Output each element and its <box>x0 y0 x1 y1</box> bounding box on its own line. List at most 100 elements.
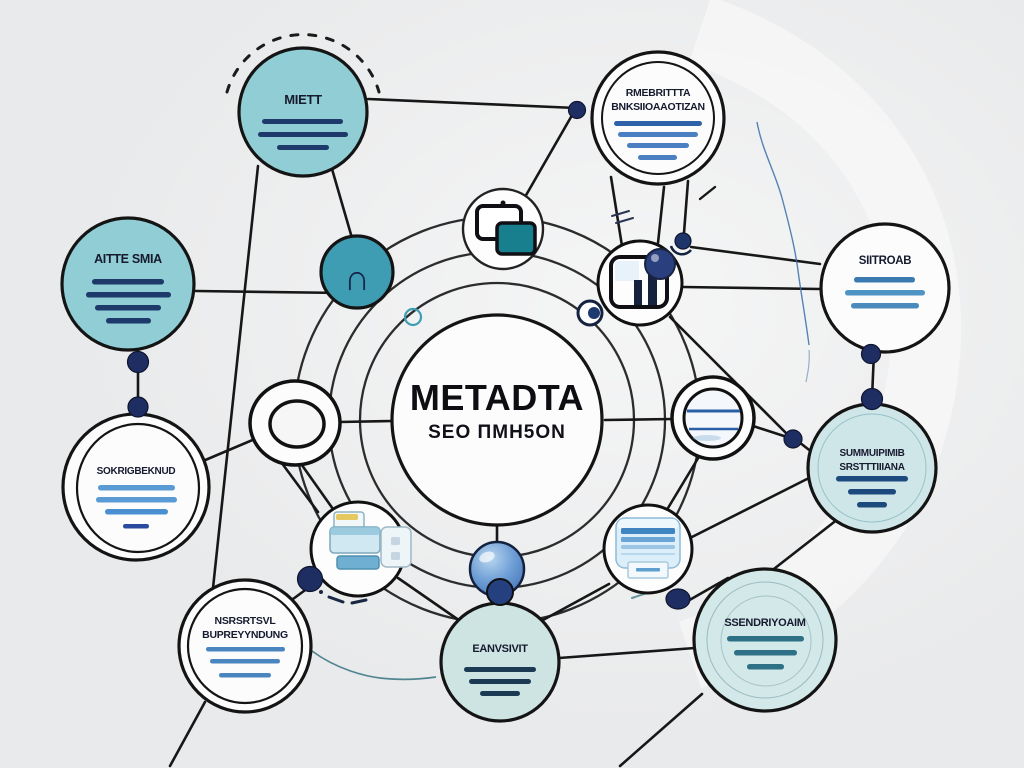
text-lines <box>96 485 177 529</box>
node-top-right: RMEBRITTTA BNKSIIOAAOTIZAN <box>590 50 726 186</box>
node-bottom-center: EANVSIVIT <box>439 601 561 723</box>
text-line-bar <box>277 145 329 150</box>
chart-bar <box>634 280 642 305</box>
printer-side-unit <box>380 526 412 568</box>
node-label: SIITROAB <box>859 255 912 267</box>
text-line-bar <box>480 691 520 696</box>
node-circle <box>177 578 313 714</box>
text-line-bar <box>262 119 343 124</box>
tick-mark <box>350 598 368 605</box>
connector-dot-ring <box>669 245 692 256</box>
printer-band <box>330 527 380 535</box>
text-line-bar <box>210 659 280 664</box>
connector-dot <box>567 100 587 120</box>
server-drawer-label <box>636 568 660 572</box>
connector-line <box>396 576 465 625</box>
connector-line <box>688 477 809 540</box>
tick-mark <box>611 210 630 217</box>
node-label: BUPREYYNDUNG <box>202 629 288 641</box>
connector-dot <box>665 588 691 610</box>
copy-pages-icon <box>461 187 545 271</box>
text-line-bar <box>105 509 168 515</box>
center-node: METADTA SEO ΠMH5ON <box>390 313 604 527</box>
tick-mark <box>615 217 634 224</box>
text-line-bar <box>614 121 702 126</box>
sphere-highlight <box>479 551 495 563</box>
connector-line <box>768 517 840 574</box>
tick-dot <box>319 590 323 594</box>
text-lines <box>86 279 171 324</box>
text-line-bar <box>845 290 925 296</box>
node-inner-ring <box>186 587 304 705</box>
text-lines <box>464 667 536 696</box>
text-line-bar <box>469 679 531 684</box>
node-label: MIETT <box>284 92 322 107</box>
eye-pupil <box>588 307 600 319</box>
connector-line <box>279 460 320 514</box>
chart-ball <box>644 248 676 280</box>
arch-glyph: ∩ <box>344 257 370 298</box>
text-line-bar <box>106 318 151 324</box>
text-lines <box>206 647 285 678</box>
connector-dot <box>783 429 803 449</box>
text-line-bar <box>464 667 536 672</box>
node-inner-ring <box>706 581 824 699</box>
text-line-bar <box>638 155 677 160</box>
node-label: SRSTTTIIIANA <box>839 462 904 473</box>
text-line-bar <box>86 292 171 298</box>
connector-line <box>682 179 690 235</box>
connector-line <box>523 115 573 199</box>
center-subtitle: SEO ΠMH5ON <box>428 422 566 443</box>
text-line-bar <box>747 664 784 670</box>
chart-bar <box>648 265 657 305</box>
node-right: SIITROAB <box>819 222 951 354</box>
text-line-bar <box>92 279 164 285</box>
connector-line <box>168 700 207 768</box>
node-left: AITTE SMIA <box>60 216 196 352</box>
connector-dots <box>126 100 884 610</box>
front-page <box>495 221 537 256</box>
connector-dot <box>674 232 692 250</box>
connector-line <box>557 646 697 660</box>
text-line-bar <box>857 502 887 508</box>
text-line-bar <box>95 305 161 311</box>
text-line-bar <box>98 485 175 491</box>
node-inner-ring <box>720 595 812 687</box>
connector-dot <box>127 396 149 418</box>
connector-line <box>603 417 675 422</box>
small-teal-ring-icon <box>403 307 423 327</box>
ring-inner <box>268 399 326 449</box>
node-label: NSRSRTSVL <box>215 615 277 627</box>
sphere-small <box>486 578 514 606</box>
sketch-teal-line <box>311 650 437 681</box>
text-line-bar <box>96 497 177 503</box>
text-line-bar <box>123 524 149 529</box>
connector-line <box>366 97 578 110</box>
text-lines <box>614 121 702 160</box>
connector-line <box>751 424 789 439</box>
connector-line <box>541 582 611 622</box>
connector-line <box>194 289 346 295</box>
arch-icon: ∩ <box>319 234 395 310</box>
chart-frame <box>609 255 669 309</box>
connector-line <box>330 167 354 240</box>
node-top-left: MIETT <box>237 46 369 178</box>
node-bottom-left: NSRSRTSVL BUPREYYNDUNG <box>177 578 313 714</box>
connector-line <box>211 164 260 590</box>
eye-icon <box>576 299 604 327</box>
connector-line <box>618 692 704 768</box>
server-stripe <box>621 545 675 549</box>
text-line-bar <box>219 673 271 678</box>
sketch-blue-line-tail <box>805 349 810 383</box>
node-circle <box>237 46 369 178</box>
ring-icon <box>248 379 342 467</box>
server-stack-icon <box>602 503 694 595</box>
icon-circle <box>319 234 395 310</box>
chart-ball-highlight <box>651 254 659 262</box>
document-lines-icon <box>670 375 756 461</box>
connector-dot <box>126 350 150 374</box>
connector-dot <box>860 387 884 411</box>
server-stripe <box>621 528 675 534</box>
node-label: SUMMUIPIMIB <box>839 448 904 459</box>
